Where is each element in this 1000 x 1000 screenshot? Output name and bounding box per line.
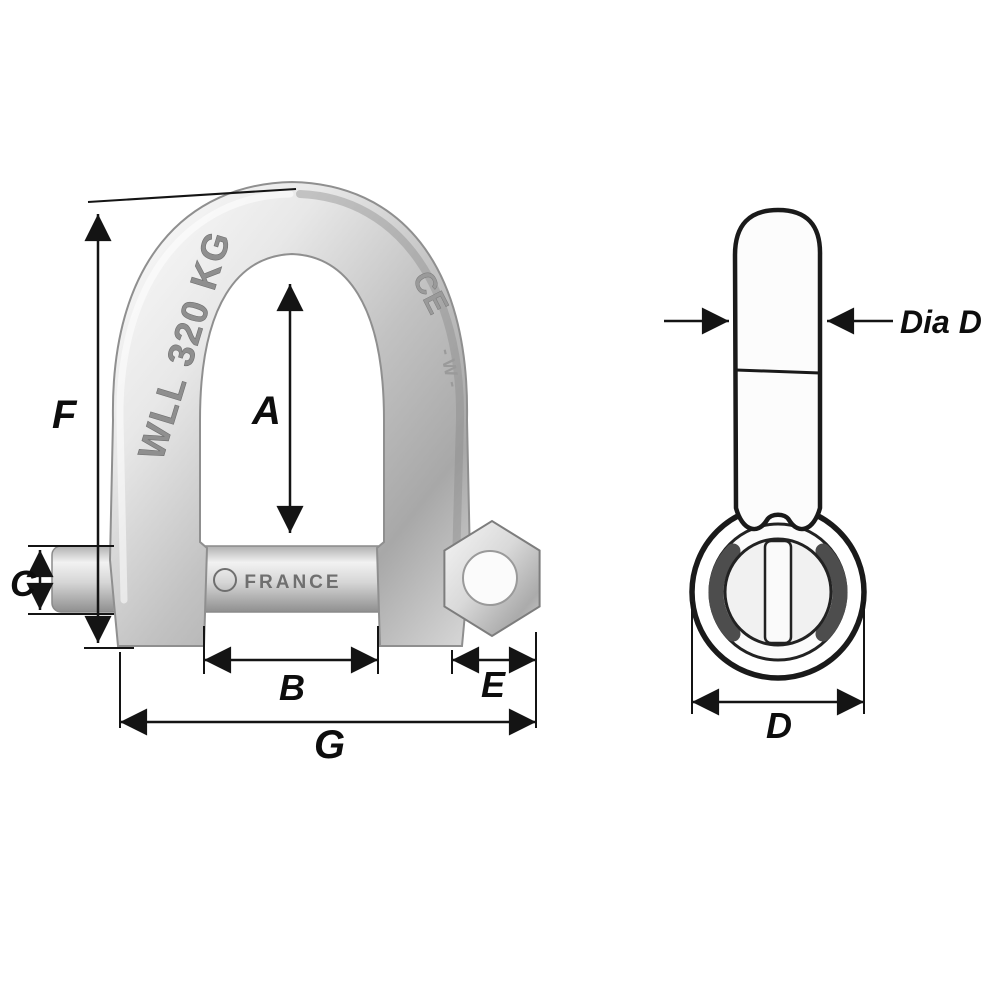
label-A: A	[251, 389, 281, 433]
dimension-labels: F C A B E G Dia D D	[10, 304, 982, 767]
pin-slot	[763, 539, 793, 645]
label-F: F	[52, 393, 78, 437]
dimensions	[26, 188, 893, 736]
shaft	[732, 207, 823, 532]
label-C: C	[10, 563, 37, 604]
label-G: G	[314, 723, 345, 767]
body-shade	[296, 190, 465, 604]
label-D: D	[766, 705, 792, 746]
shackle-body	[108, 180, 472, 647]
label-E: E	[481, 664, 506, 705]
shaft-joint-line	[734, 368, 822, 375]
side-view	[689, 207, 867, 681]
front-view: WLL 320 KG CE - W - FRANCE	[51, 180, 541, 647]
dim-F-ext-top	[87, 188, 297, 203]
pin-head-hole	[462, 550, 518, 606]
pin-shadow-right	[815, 543, 848, 642]
pin-head	[443, 519, 541, 638]
body-highlight	[116, 190, 294, 604]
wichard-logo-icon	[213, 568, 237, 592]
label-B: B	[279, 667, 305, 708]
pin-shadow-left	[708, 543, 741, 642]
label-dia-D: Dia D	[900, 304, 982, 340]
pin-marking: FRANCE	[244, 572, 341, 593]
